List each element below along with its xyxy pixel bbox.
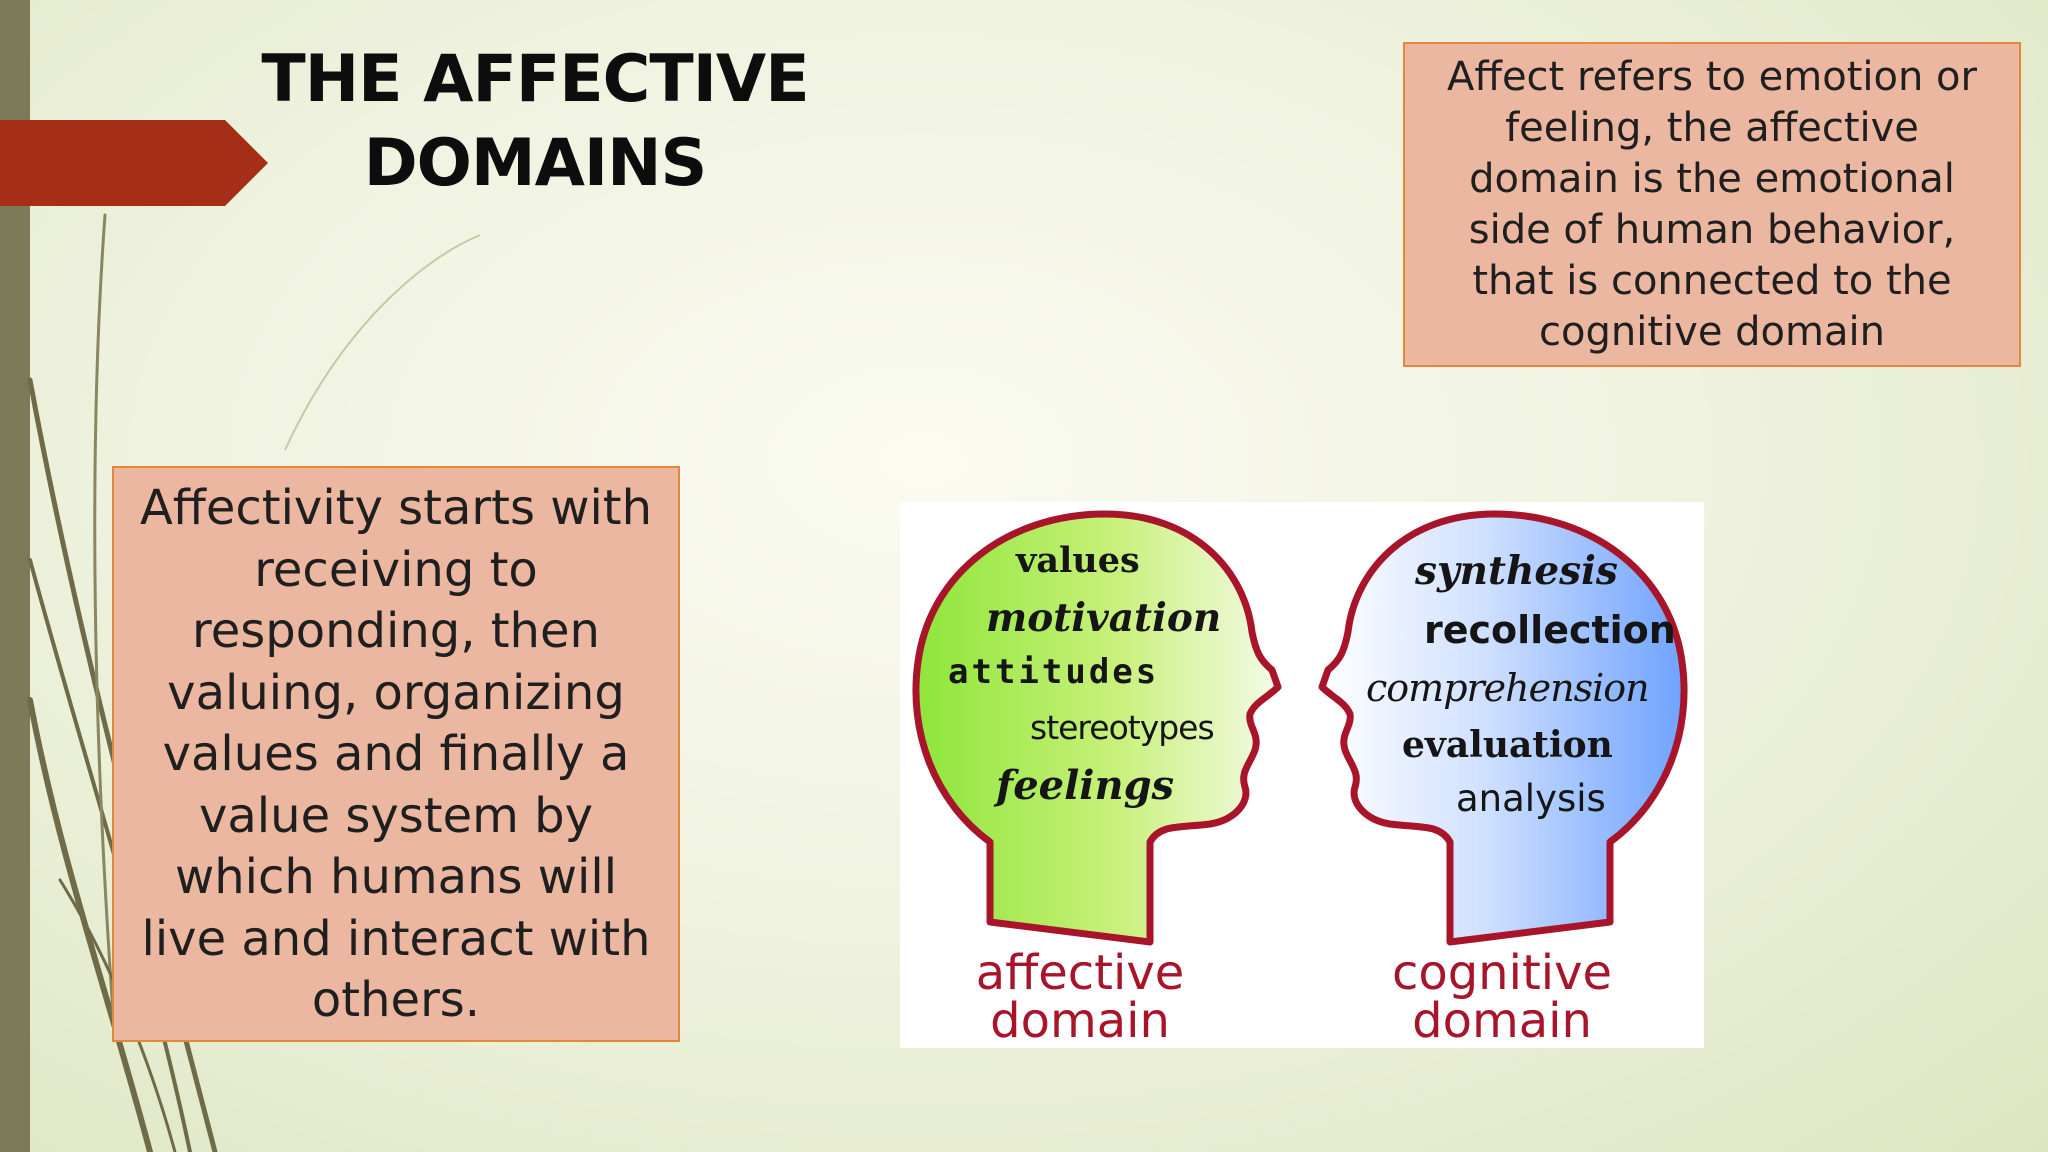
process-line: live and interact with <box>141 910 651 967</box>
cognitive-word-synthesis: synthesis <box>1415 548 1618 594</box>
cognitive-word-recollection: recollection <box>1424 608 1676 652</box>
definition-line: domain is the emotional <box>1469 156 1955 202</box>
process-box: Affectivity starts with receiving to res… <box>112 466 680 1042</box>
title-arrow-tab <box>0 120 268 206</box>
cognitive-head-shape <box>1318 510 1688 946</box>
title-line-2: DOMAINS <box>363 126 708 201</box>
cognitive-word-comprehension: comprehension <box>1366 666 1650 710</box>
process-line: receiving to <box>254 541 538 598</box>
heads-illustration <box>912 510 1688 946</box>
definition-line: that is connected to the <box>1472 258 1952 304</box>
affective-head-shape <box>912 510 1282 946</box>
cognitive-word-evaluation: evaluation <box>1402 724 1613 766</box>
process-line: others. <box>311 972 481 1028</box>
caption-line: domain <box>990 993 1170 1049</box>
domains-heads-figure: values motivation attitudes stereotypes … <box>900 502 1704 1048</box>
slide-title: THE AFFECTIVE DOMAINS <box>240 38 830 206</box>
affective-word-feelings: feelings <box>996 762 1175 809</box>
affective-word-stereotypes: stereotypes <box>1030 708 1215 747</box>
definition-box: Affect refers to emotion or feeling, the… <box>1403 42 2021 367</box>
process-line: value system by <box>198 787 594 844</box>
definition-line: cognitive domain <box>1539 309 1885 355</box>
process-line: which humans will <box>174 849 618 905</box>
affective-word-motivation: motivation <box>986 595 1222 641</box>
affective-word-values: values <box>1016 540 1140 581</box>
affective-domain-caption: affective domain <box>955 949 1205 1045</box>
definition-line: side of human behavior, <box>1468 207 1956 253</box>
process-line: valuing, organizing <box>167 664 625 721</box>
process-line: values and finally a <box>162 726 630 782</box>
title-line-1: THE AFFECTIVE <box>261 42 809 117</box>
affective-word-attitudes: attitudes <box>948 652 1160 692</box>
caption-line: affective <box>975 945 1185 1001</box>
process-line: responding, then <box>192 603 600 659</box>
definition-line: Affect refers to emotion or <box>1447 54 1977 100</box>
caption-line: cognitive <box>1391 945 1613 1001</box>
cognitive-domain-caption: cognitive domain <box>1377 949 1627 1045</box>
definition-line: feeling, the affective <box>1505 105 1919 151</box>
process-line: Affectivity starts with <box>139 480 653 536</box>
cognitive-word-analysis: analysis <box>1456 777 1606 820</box>
caption-line: domain <box>1412 993 1592 1049</box>
